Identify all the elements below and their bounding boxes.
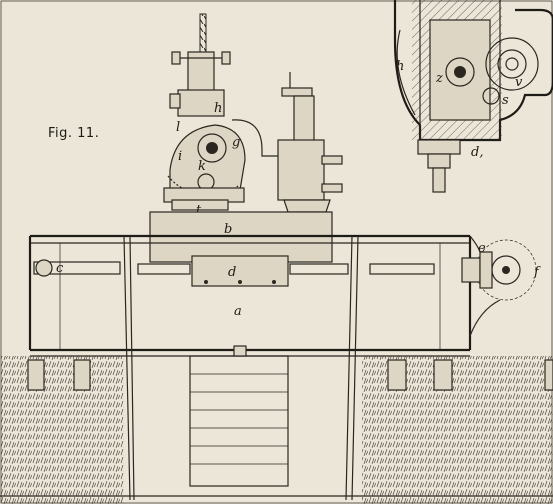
- label-a: a: [234, 304, 242, 319]
- label-s: s: [502, 93, 509, 108]
- rack-far-right: [369, 263, 435, 275]
- label-i: i: [178, 149, 182, 164]
- label-d1: d,: [471, 145, 483, 160]
- lead-screw: [33, 261, 121, 275]
- tool-post: [277, 72, 343, 213]
- label-g: g: [232, 135, 240, 150]
- drive-pulley: [461, 235, 537, 337]
- label-l: l: [176, 120, 180, 135]
- label-f: f: [533, 265, 541, 280]
- label-c: c: [56, 261, 64, 276]
- label-t: t: [196, 203, 202, 218]
- label-k: k: [198, 159, 206, 174]
- foundation: [0, 345, 553, 504]
- label-b: b: [224, 222, 232, 237]
- rack-right: [289, 263, 349, 275]
- rack-left: [137, 263, 191, 275]
- label-z: z: [435, 71, 443, 86]
- sectional-detail: [393, 0, 553, 193]
- label-d: d: [228, 265, 236, 280]
- label-v: v: [515, 75, 523, 90]
- label-h: h: [214, 101, 222, 116]
- figure-label: Fig. 11.: [48, 126, 99, 141]
- label-e: e: [478, 241, 486, 256]
- feed-mechanism: [163, 13, 280, 211]
- label-h-detail: h: [396, 59, 404, 74]
